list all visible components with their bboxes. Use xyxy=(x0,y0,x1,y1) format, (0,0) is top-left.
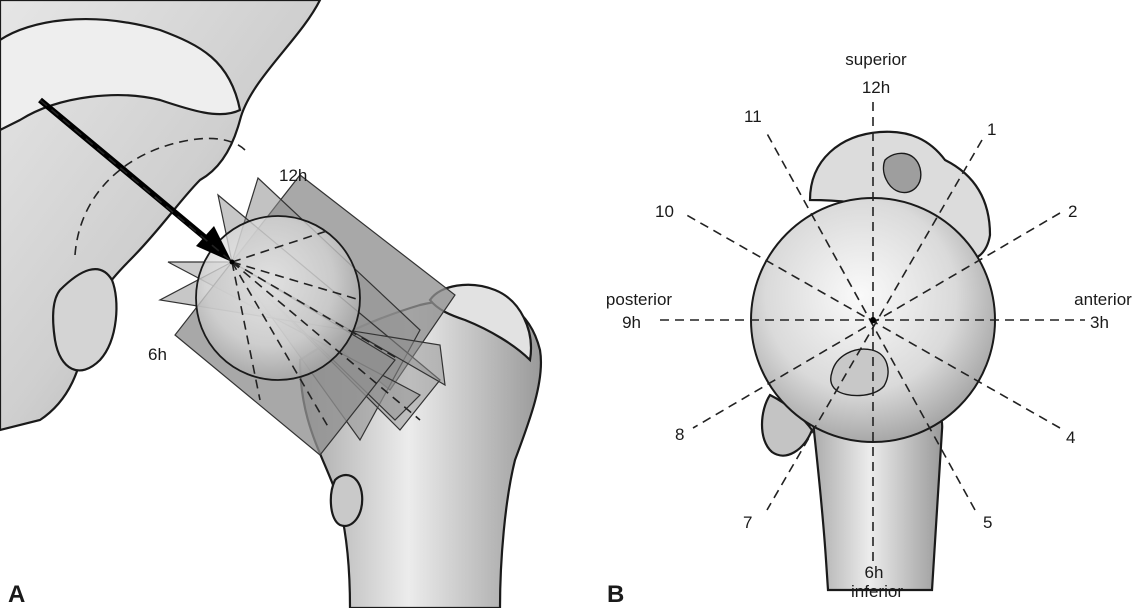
panel-b-letter: B xyxy=(607,581,624,608)
clock-number-4: 4 xyxy=(1066,428,1075,447)
panel-b: superior 12h 6h inferior posterior 9h an… xyxy=(606,50,1132,608)
label-inferior: inferior xyxy=(851,582,903,601)
clock-number-2: 2 xyxy=(1068,202,1077,221)
panel-a: 12h 6h A xyxy=(0,0,541,608)
panel-a-letter: A xyxy=(8,581,25,608)
clock-number-7: 7 xyxy=(743,513,752,532)
label-posterior: posterior xyxy=(606,290,672,309)
lesser-trochanter xyxy=(331,475,362,526)
clock-number-10: 10 xyxy=(655,202,674,221)
panel-a-label-6h: 6h xyxy=(148,345,167,364)
clock-number-5: 5 xyxy=(983,513,992,532)
panel-a-label-12h: 12h xyxy=(279,166,307,185)
label-3h: 3h xyxy=(1090,313,1109,332)
clock-lines xyxy=(660,102,1085,562)
label-superior: superior xyxy=(845,50,907,69)
label-9h: 9h xyxy=(622,313,641,332)
center-point-a xyxy=(230,260,235,265)
center-point-b xyxy=(870,317,876,323)
clock-number-11: 11 xyxy=(744,107,762,126)
label-anterior: anterior xyxy=(1074,290,1132,309)
clock-number-1: 1 xyxy=(987,120,996,139)
label-12h-b: 12h xyxy=(862,78,890,97)
label-6h-b: 6h xyxy=(865,563,884,582)
clock-number-8: 8 xyxy=(675,425,684,444)
